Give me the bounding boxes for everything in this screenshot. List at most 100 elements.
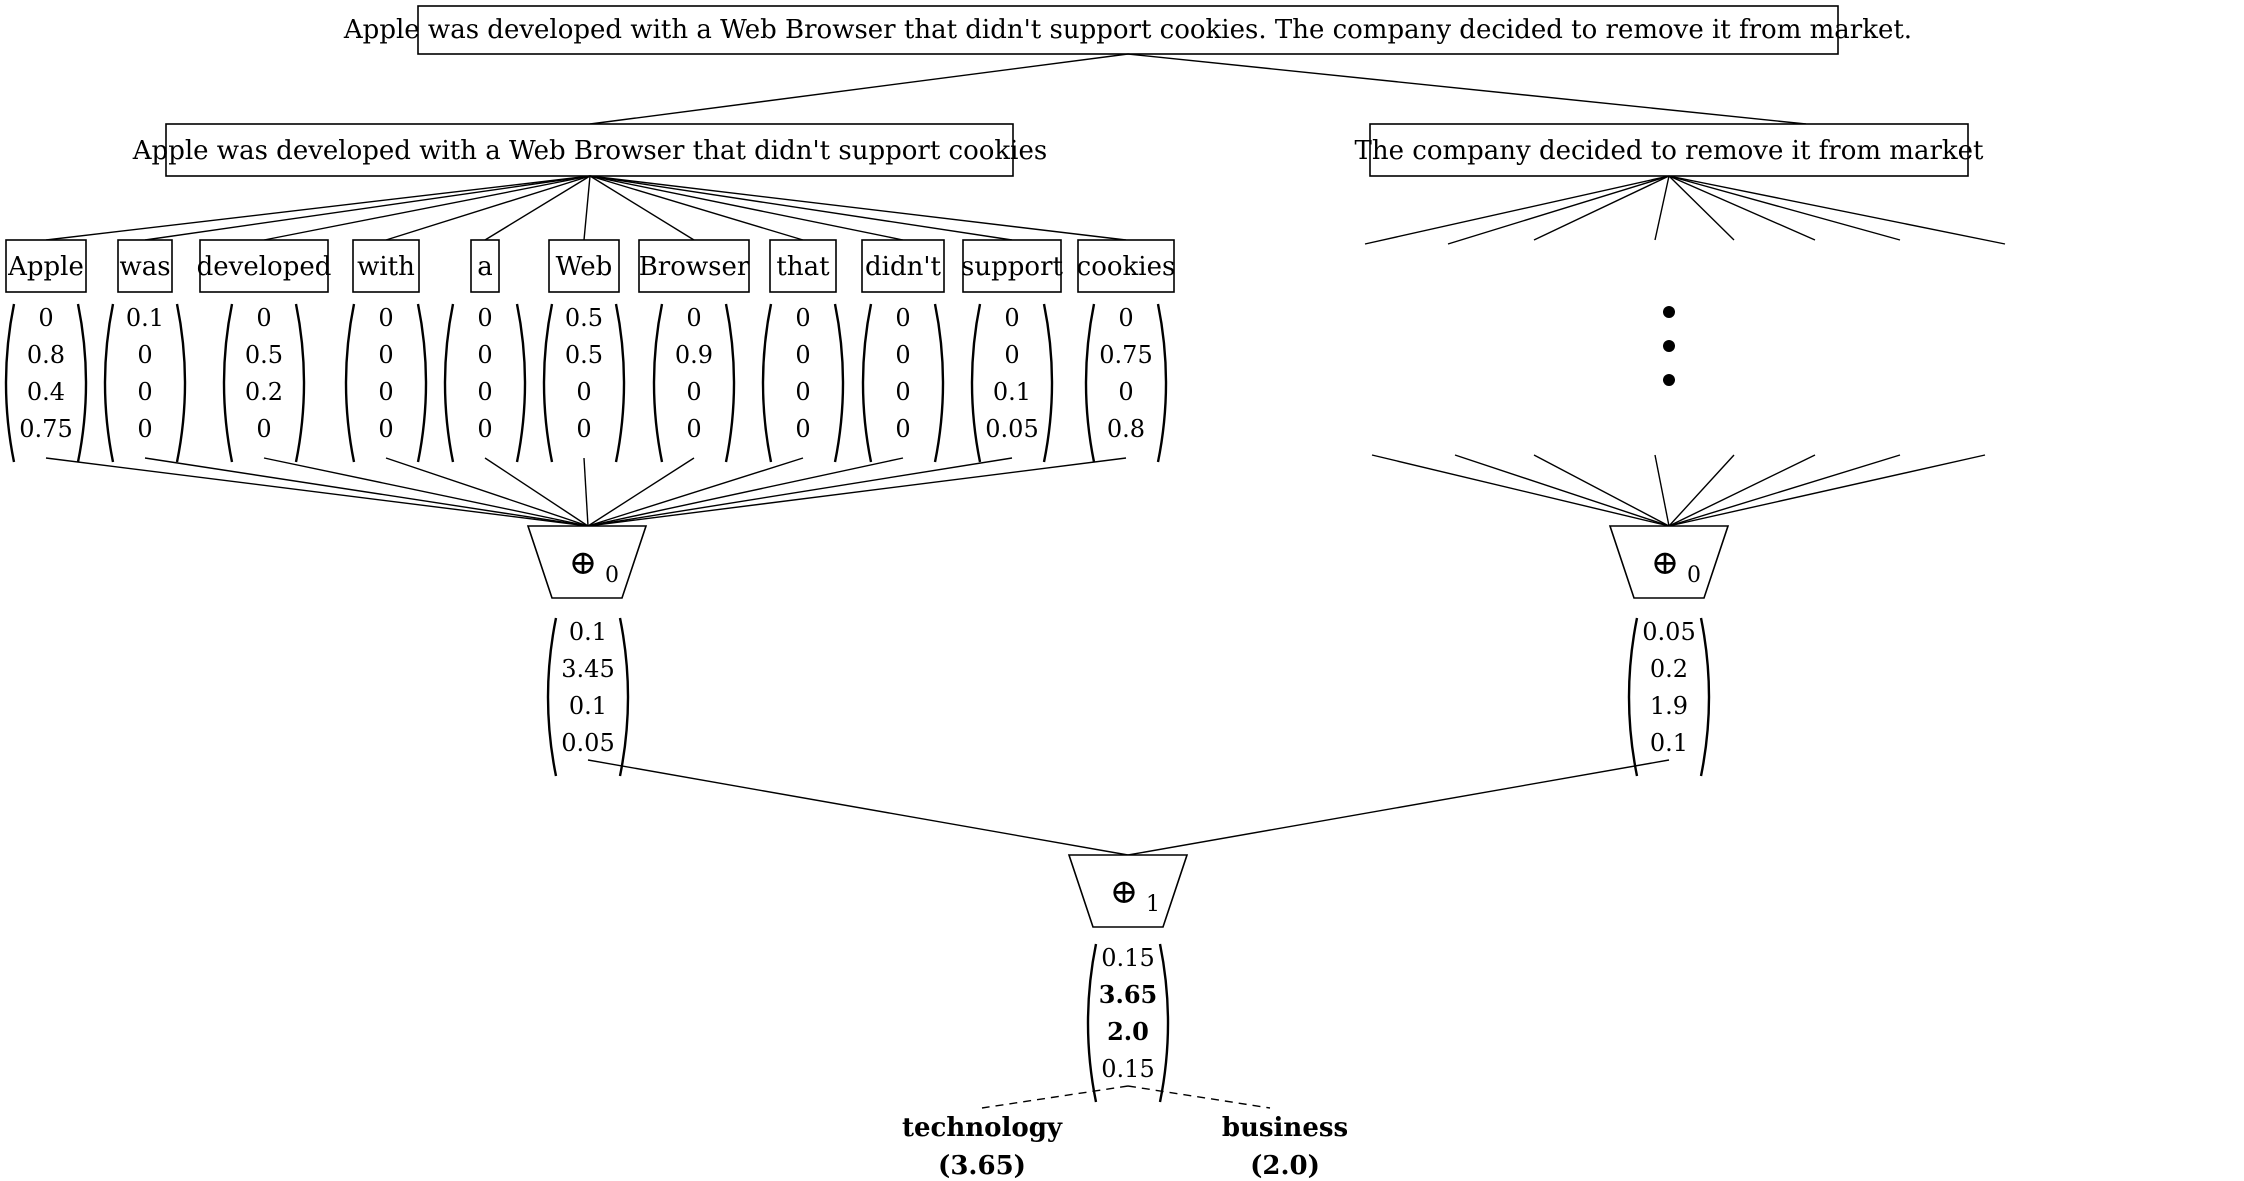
- aggregator-symbol: ⊕: [1110, 872, 1139, 912]
- vector-entry: 0.05: [985, 415, 1038, 443]
- edge-class-technology: [981, 1085, 1129, 1109]
- sum-vector: 0.13.450.10.05: [546, 617, 630, 777]
- left-parenthesis: [970, 303, 982, 463]
- token-vector: 00.50.20: [222, 303, 306, 463]
- class-score: (3.65): [938, 1151, 1026, 1181]
- right-parenthesis: [416, 303, 428, 463]
- edge-vector-aggregator: [1668, 454, 1735, 527]
- ellipsis-vertical: [1663, 306, 1675, 386]
- sum-vector: 0.050.21.90.1: [1627, 617, 1711, 777]
- edge-vector-aggregator: [263, 457, 589, 527]
- edge-vector-aggregator: [1654, 454, 1670, 527]
- left-parenthesis: [103, 303, 115, 463]
- edge-sentence-token: [1533, 175, 1670, 241]
- vector-entry: 0: [576, 415, 591, 443]
- left-parenthesis: [761, 303, 773, 463]
- right-parenthesis: [1042, 303, 1054, 463]
- token-word: didn't: [865, 252, 941, 282]
- vector-entry: 0.75: [1099, 341, 1152, 369]
- ellipsis-dot: [1663, 340, 1675, 352]
- token-node: didn't: [861, 239, 945, 293]
- right-parenthesis: [724, 303, 736, 463]
- aggregator-subscript: 0: [605, 563, 619, 588]
- vector-entry: 0: [477, 304, 492, 332]
- token-word: Browser: [639, 252, 750, 282]
- left-parenthesis: [861, 303, 873, 463]
- edge-sentence-token: [1364, 175, 1670, 245]
- token-vector: 00.80.40.75: [4, 303, 88, 463]
- vector-entry: 1.9: [1650, 692, 1688, 720]
- edge-vector-aggregator: [587, 457, 804, 527]
- sentence-1-text: Apple was developed with a Web Browser t…: [132, 136, 1047, 166]
- vector-entry: 0: [795, 341, 810, 369]
- token-word: that: [776, 252, 830, 282]
- edge-sentence-token: [1447, 175, 1670, 245]
- vector-entry: 0: [895, 304, 910, 332]
- token-box: [117, 239, 173, 293]
- vector-entry: 0.4: [27, 378, 65, 406]
- vector-entry: 0: [477, 341, 492, 369]
- ellipsis-dot: [1663, 306, 1675, 318]
- left-parenthesis: [1086, 943, 1098, 1103]
- vector-entry: 3.65: [1099, 980, 1157, 1009]
- sum-vector: 0.153.652.00.15: [1086, 943, 1170, 1103]
- left-parenthesis: [1084, 303, 1096, 463]
- edge-sentence-token: [589, 175, 804, 241]
- vector-entry: 0: [795, 304, 810, 332]
- vector-entry: 0: [477, 378, 492, 406]
- vector-entry: 0: [895, 415, 910, 443]
- token-box: [962, 239, 1062, 293]
- vector-entry: 0.8: [1107, 415, 1145, 443]
- right-parenthesis: [618, 617, 630, 777]
- edge-vector-aggregator: [484, 457, 589, 527]
- edge-vector-aggregator: [587, 457, 1013, 527]
- vector-entry: 0.1: [569, 692, 607, 720]
- right-parenthesis: [1699, 617, 1711, 777]
- token-box: [5, 239, 87, 293]
- edge-class-business: [1127, 1085, 1271, 1109]
- token-vector: 00.900: [652, 303, 736, 463]
- edge-sentence-2-document-aggregator: [1127, 759, 1670, 856]
- edge-vector-aggregator: [1668, 454, 1901, 527]
- token-word: with: [357, 252, 415, 282]
- left-parenthesis: [443, 303, 455, 463]
- edge-vector-aggregator: [587, 457, 1127, 527]
- vector-entry: 0: [137, 378, 152, 406]
- token-node: Apple: [5, 239, 87, 293]
- token-node: with: [352, 239, 420, 293]
- token-node: developed: [197, 239, 331, 293]
- left-parenthesis: [222, 303, 234, 463]
- vector-entry: 0: [576, 378, 591, 406]
- edge-vector-aggregator: [1533, 454, 1670, 527]
- token-word: cookies: [1077, 252, 1176, 282]
- edge-sentence-1-document-aggregator: [587, 759, 1129, 856]
- token-node: Web: [548, 239, 620, 293]
- class-technology: technology (3.65): [902, 1113, 1063, 1181]
- token-word: support: [961, 252, 1063, 282]
- vector-entry: 0.5: [565, 341, 603, 369]
- class-business: business (2.0): [1222, 1113, 1348, 1181]
- left-parenthesis: [344, 303, 356, 463]
- edge-sentence-token: [1668, 175, 2006, 245]
- edge-sentence-token: [484, 175, 591, 241]
- vector-entry: 0: [256, 415, 271, 443]
- edge-sentence-token: [589, 175, 904, 241]
- vector-entry: 0.9: [675, 341, 713, 369]
- edge-sentence-token: [1668, 175, 1816, 241]
- vector-entry: 0: [378, 415, 393, 443]
- token-node: Browser: [638, 239, 750, 293]
- edge-vector-aggregator: [144, 457, 589, 527]
- vector-entry: 0: [378, 341, 393, 369]
- vector-entry: 0: [895, 341, 910, 369]
- edge-vector-aggregator: [587, 457, 695, 527]
- right-parenthesis: [614, 303, 626, 463]
- token-vector: 0.50.500: [542, 303, 626, 463]
- edge-vector-aggregator: [385, 457, 589, 527]
- token-word: Web: [556, 252, 613, 282]
- sentence-1-vector-edges: [45, 457, 1127, 527]
- edge-vector-aggregator: [1668, 454, 1816, 527]
- right-parenthesis: [933, 303, 945, 463]
